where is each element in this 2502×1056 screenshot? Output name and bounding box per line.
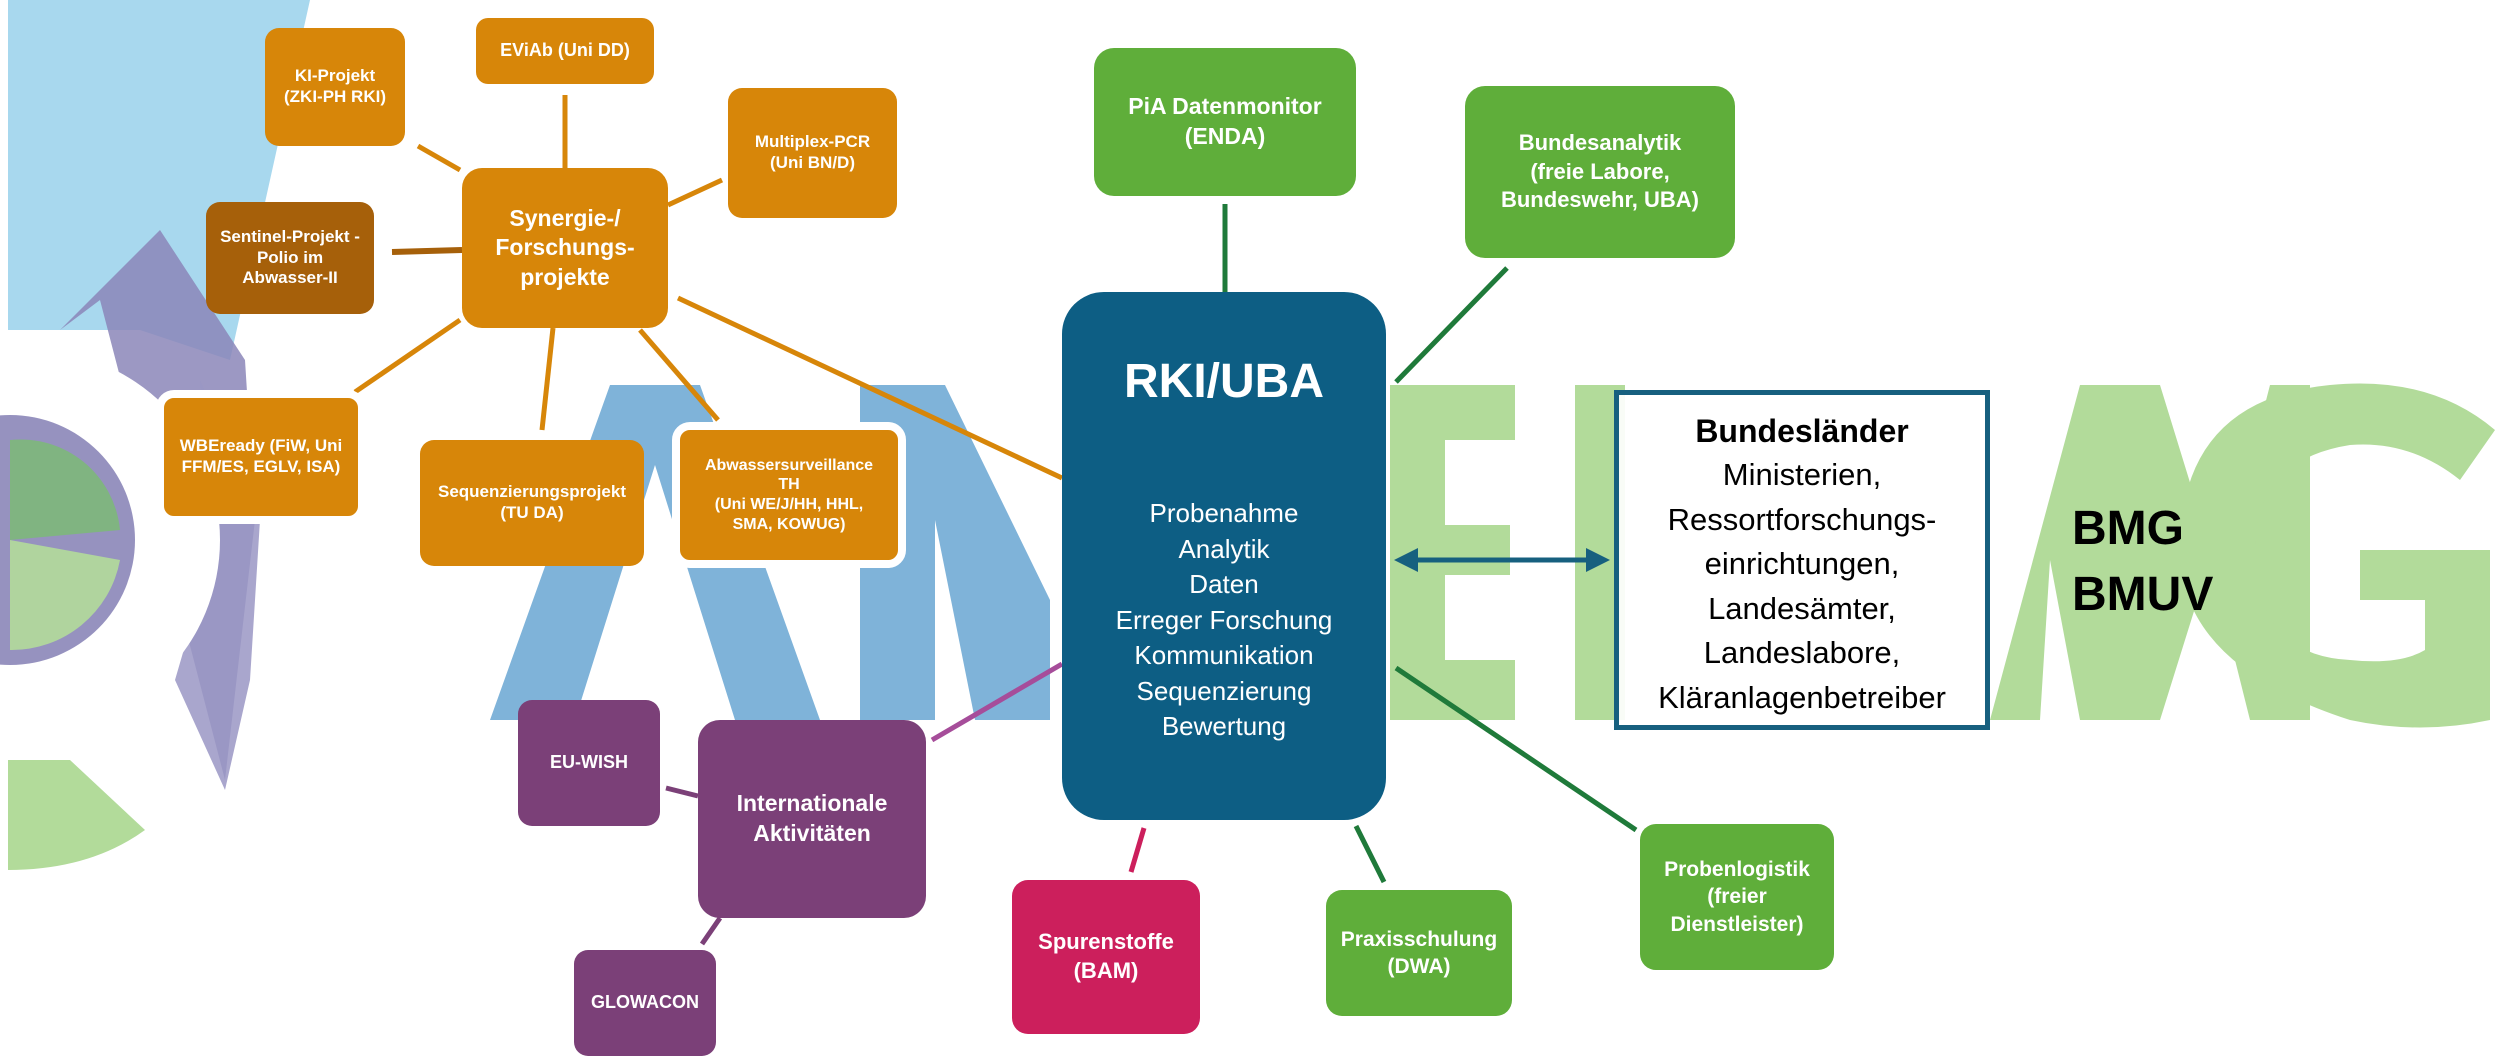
bundeslaender-item: Ministerien, bbox=[1722, 457, 1882, 492]
ministry-bmuv: BMUV bbox=[2072, 568, 2214, 621]
hub-item: Analytik bbox=[1178, 533, 1270, 564]
line-hub-bundesanalytik bbox=[1394, 266, 1509, 384]
line-synergie-hub bbox=[676, 295, 1064, 481]
hub-rki-uba: RKI/UBA Probenahme Analytik Daten Errege… bbox=[1062, 292, 1386, 820]
node-sentinel-projekt: Sentinel-Projekt - Polio im Abwasser-II bbox=[206, 202, 374, 314]
hub-item: Daten bbox=[1189, 569, 1259, 599]
node-praxisschulung: Praxisschulung (DWA) bbox=[1326, 890, 1512, 1016]
bundeslaender-item: Kläranlagenbetreiber bbox=[1658, 679, 1946, 715]
hub-item: Bewertung bbox=[1161, 711, 1287, 741]
bg-letter-a bbox=[490, 385, 820, 720]
line-hub-probenlogistik bbox=[1394, 665, 1638, 833]
node-glowacon: GLOWACON bbox=[574, 950, 716, 1056]
node-wbeready: WBEready (FiW, Uni FFM/ES, EGLV, ISA) bbox=[156, 390, 366, 524]
line-hub-praxisschulung bbox=[1353, 824, 1387, 884]
line-international-hub bbox=[930, 661, 1064, 743]
node-internationale-aktivitaeten: Internationale Aktivitäten bbox=[698, 720, 926, 918]
node-abwassersurveillance: Abwassersurveillance TH (Uni WE/J/HH, HH… bbox=[672, 422, 906, 568]
line-hub-spurenstoffe bbox=[1128, 827, 1147, 873]
bg-letter-g bbox=[2180, 383, 2495, 728]
line-synergie-multiplex bbox=[666, 177, 724, 208]
ministries-label: BMG BMUV bbox=[2072, 496, 2213, 628]
line-synergie-sentinel bbox=[391, 247, 463, 255]
ministry-bmg: BMG bbox=[2072, 502, 2184, 555]
line-synergie-wbeready bbox=[353, 317, 462, 395]
line-synergie-abwasser bbox=[638, 328, 720, 422]
node-multiplex-pcr: Multiplex-PCR (Uni BN/D) bbox=[728, 88, 897, 218]
arrowhead-right bbox=[1586, 548, 1610, 572]
line-international-glowacon bbox=[699, 916, 723, 946]
node-probenlogistik: Probenlogistik (freier Dienstleister) bbox=[1640, 824, 1834, 970]
bg-left-green-quarter bbox=[10, 439, 120, 540]
hub-title: RKI/UBA bbox=[1124, 355, 1324, 408]
bundeslaender-list: Ministerien, Ressortforschungs- einricht… bbox=[1619, 453, 1985, 720]
hub-item: Probenahme bbox=[1149, 498, 1299, 528]
node-spurenstoffe: Spurenstoffe (BAM) bbox=[1012, 880, 1200, 1034]
line-synergie-sequenzierung bbox=[539, 327, 556, 431]
bg-left-green-quarter-2 bbox=[10, 540, 120, 651]
hub-item: Erreger Forschung bbox=[1115, 604, 1333, 635]
bundeslaender-item: Ressortforschungs- bbox=[1667, 501, 1937, 537]
node-pia-datenmonitor: PiA Datenmonitor (ENDA) bbox=[1094, 48, 1356, 196]
bundeslaender-item: Landesämter, bbox=[1708, 590, 1896, 626]
node-bundesanalytik: Bundesanalytik (freie Labore, Bundeswehr… bbox=[1465, 86, 1735, 258]
hub-item: Sequenzierung bbox=[1136, 675, 1312, 706]
bg-letter-l bbox=[1575, 385, 1625, 720]
bg-left-green-arc bbox=[8, 760, 145, 870]
bundeslaender-box: Bundesländer Ministerien, Ressortforschu… bbox=[1614, 390, 1990, 730]
bg-letter-m bbox=[860, 385, 1050, 720]
hub-task-list: Probenahme Analytik Daten Erreger Forsch… bbox=[1062, 496, 1386, 745]
node-synergie-forschungsprojekte: Synergie-/ Forschungs- projekte bbox=[462, 168, 668, 328]
node-eviab: EViAb (Uni DD) bbox=[476, 18, 654, 84]
bg-letter-e bbox=[1390, 385, 1515, 720]
line-synergie-ki bbox=[416, 143, 462, 173]
bundeslaender-item: Landeslabore, bbox=[1703, 635, 1901, 670]
bundeslaender-item: einrichtungen, bbox=[1704, 546, 1900, 581]
arrowhead-left bbox=[1394, 548, 1418, 572]
node-sequenzierungsprojekt: Sequenzierungsprojekt (TU DA) bbox=[420, 440, 644, 566]
bundeslaender-title: Bundesländer bbox=[1695, 413, 1909, 449]
node-ki-projekt: KI-Projekt (ZKI-PH RKI) bbox=[265, 28, 405, 146]
hub-item: Kommunikation bbox=[1134, 640, 1314, 670]
node-eu-wish: EU-WISH bbox=[518, 700, 660, 826]
line-international-euwish bbox=[665, 785, 699, 799]
